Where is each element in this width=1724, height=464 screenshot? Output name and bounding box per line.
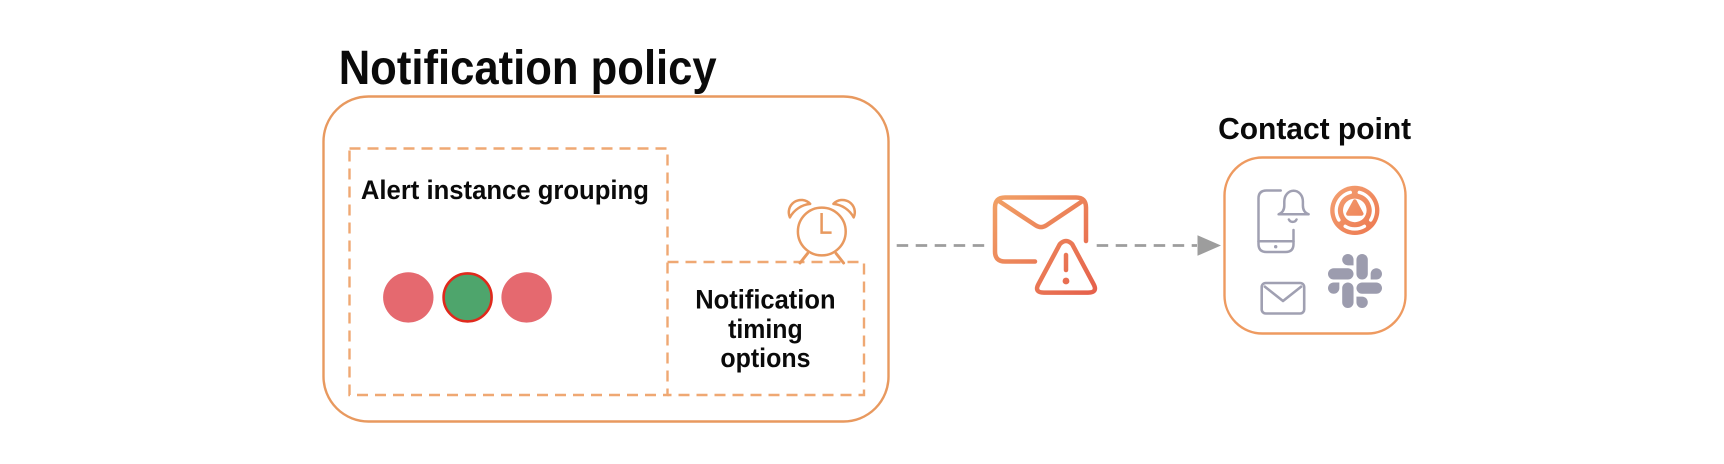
svg-text:options: options <box>720 343 810 373</box>
svg-text:Alert instance grouping: Alert instance grouping <box>361 175 649 205</box>
svg-text:timing: timing <box>728 314 803 344</box>
svg-text:Contact point: Contact point <box>1218 111 1411 146</box>
svg-text:Notification policy: Notification policy <box>339 42 717 95</box>
svg-text:Notification: Notification <box>695 285 835 315</box>
